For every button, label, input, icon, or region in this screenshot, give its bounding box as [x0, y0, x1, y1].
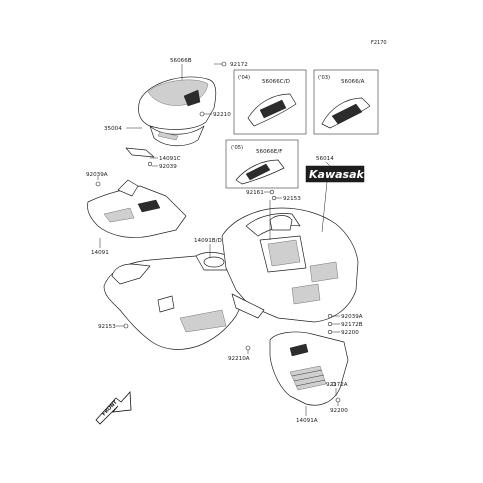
- inset-04-year: ('04): [238, 75, 250, 81]
- fastener-92153-left: [123, 323, 129, 329]
- fastener-92172a: [331, 381, 337, 387]
- label-92039-top: 92039: [159, 164, 177, 170]
- label-92161: 92161: [246, 190, 264, 196]
- label-92153-right: 92153: [283, 196, 301, 202]
- kawasaki-logo-text: Kawasaki: [309, 168, 368, 181]
- label-92172b: 92172B: [341, 322, 363, 328]
- front-fender-body: [103, 252, 251, 350]
- label-92039a-left: 92039A: [86, 172, 108, 178]
- inset-03-decal: ('03) 56066/A: [313, 69, 379, 135]
- inset-04-part: 56066C/D: [262, 79, 290, 85]
- label-92172a: 92172A: [326, 382, 348, 388]
- figure-code: F2170: [371, 40, 387, 46]
- front-direction-arrow: FRONT: [95, 391, 132, 425]
- bracket-14091c: [125, 147, 155, 158]
- leader-lines: [97, 63, 340, 416]
- label-92200-bottom: 92200: [330, 408, 348, 414]
- label-14091: 14091: [91, 250, 109, 256]
- label-14091bd: 14091B/D: [194, 238, 222, 244]
- fastener-92153-right: [271, 195, 277, 201]
- label-92172-top: 92172: [230, 62, 248, 68]
- inset-05-part: 56066E/F: [256, 149, 282, 155]
- fastener-92039-top: [147, 161, 153, 167]
- fastener-92200-bottom: [335, 397, 341, 403]
- fastener-92200-mid: [327, 329, 333, 335]
- inset-03-part: 56066/A: [341, 79, 365, 85]
- inset-05-year: ('05): [231, 145, 243, 151]
- fastener-92039a-right: [327, 313, 333, 319]
- inset-05-decal: ('05) 56066E/F: [225, 139, 299, 189]
- label-92039a-right: 92039A: [341, 314, 363, 320]
- fastener-92161: [269, 189, 275, 195]
- inset-04-decal: ('04) 56066C/D: [233, 69, 307, 135]
- label-92153-left: 92153: [98, 324, 116, 330]
- fasteners: [95, 61, 341, 403]
- rear-fender-body: [221, 207, 359, 323]
- label-14091c: 14091C: [159, 156, 181, 162]
- label-56066b: 56066B: [170, 58, 192, 64]
- inset-03-year: ('03): [318, 75, 330, 81]
- label-92210: 92210: [213, 112, 231, 118]
- kawasaki-logo-decal: Kawasaki: [305, 165, 368, 183]
- right-side-cover: [269, 331, 349, 406]
- fastener-92172-top: [221, 61, 227, 67]
- fastener-92039a-left: [95, 181, 101, 187]
- label-92210a: 92210A: [228, 356, 250, 362]
- left-side-cover: [87, 179, 187, 238]
- label-35004: 35004: [104, 126, 122, 132]
- part-labels: 56066B 92172 92210 35004 14091C 92039 92…: [86, 58, 363, 424]
- label-92200-mid: 92200: [341, 330, 359, 336]
- front-fender-cover: [138, 76, 217, 147]
- fastener-92172b: [327, 321, 333, 327]
- fastener-92210: [199, 111, 205, 117]
- label-56014: 56014: [316, 156, 334, 162]
- fastener-92210a: [245, 345, 251, 351]
- right-cover-pattern: [291, 369, 326, 387]
- label-14091a: 14091A: [296, 418, 318, 424]
